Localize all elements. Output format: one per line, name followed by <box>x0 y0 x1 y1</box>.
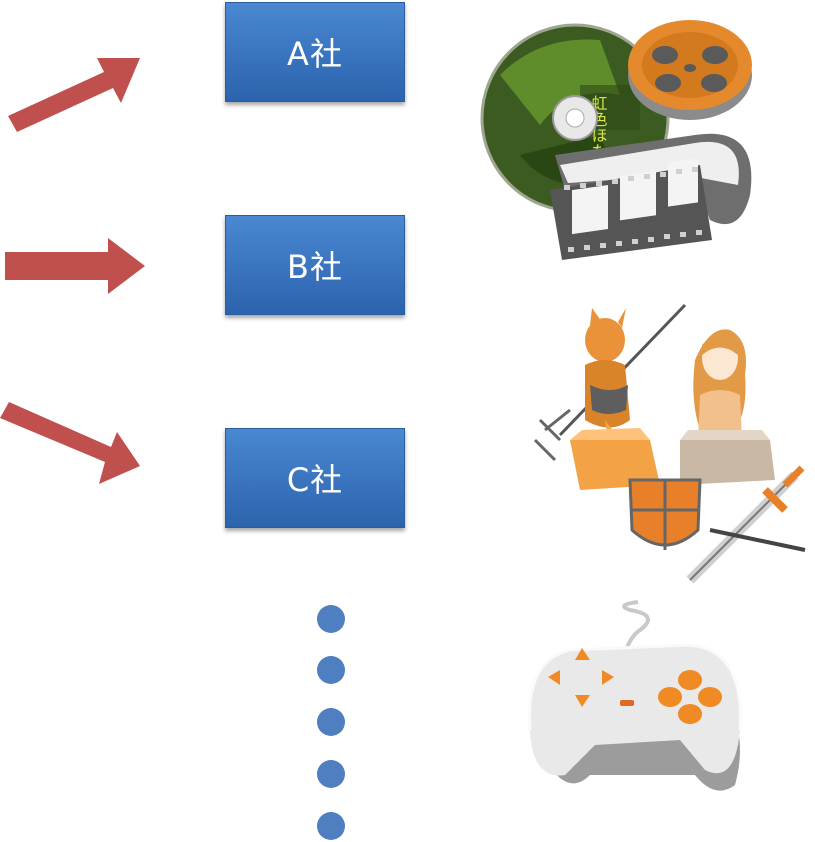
anime-figures-shield-sword-icon <box>533 303 806 584</box>
arrow-down-right <box>0 402 140 484</box>
company-label-b: B社 <box>287 248 343 286</box>
game-controller-icon <box>528 600 742 791</box>
ellipsis-dot-3 <box>317 708 345 736</box>
ellipsis-dot-5 <box>317 812 345 840</box>
arrow-right <box>5 238 145 294</box>
ellipsis-dot-1 <box>317 605 345 633</box>
dvd-film-reel-icon: 虹色ほたる <box>480 20 752 260</box>
company-box-c: C社 <box>225 428 405 528</box>
company-label-c: C社 <box>286 461 344 499</box>
arrow-up-right <box>8 58 140 132</box>
company-box-a: A社 <box>225 2 405 102</box>
ellipsis-dot-2 <box>317 656 345 684</box>
company-box-b: B社 <box>225 215 405 315</box>
company-label-a: A社 <box>287 35 343 73</box>
ellipsis-dot-4 <box>317 760 345 788</box>
